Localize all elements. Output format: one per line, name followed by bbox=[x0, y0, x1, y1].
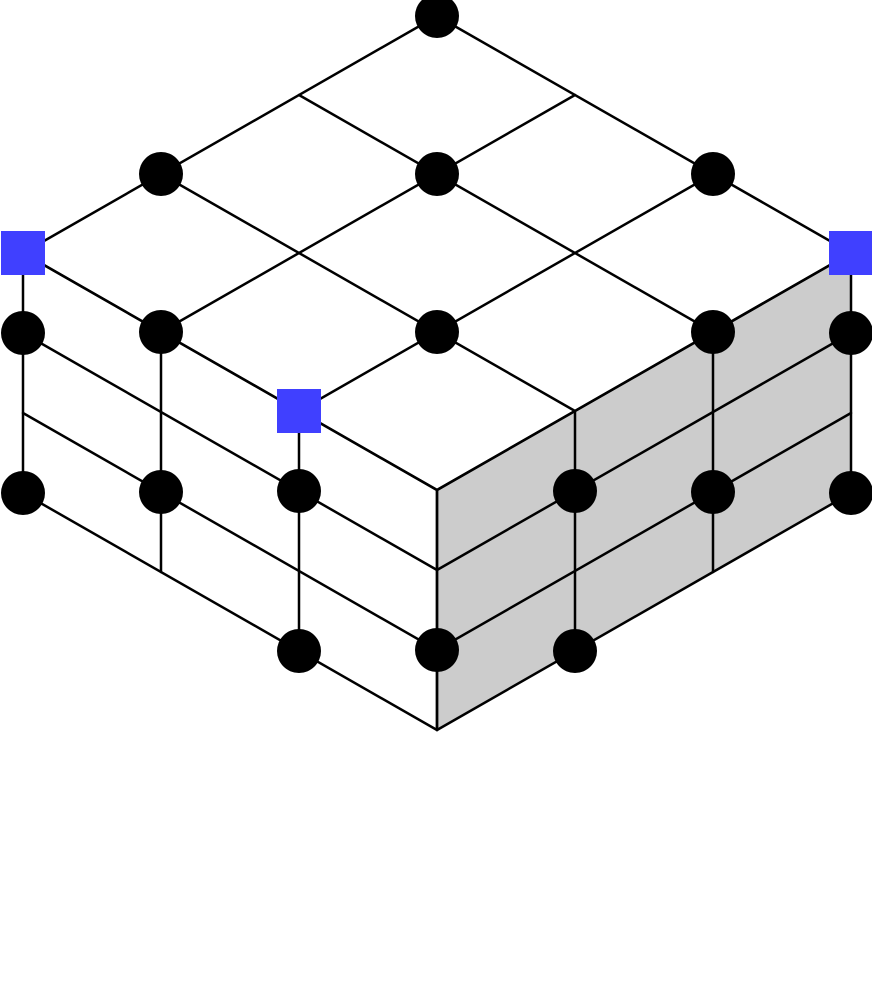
vertex-markers bbox=[1, 0, 872, 673]
top-grid-line bbox=[159, 172, 577, 413]
top-grid-line bbox=[435, 14, 853, 255]
circle-marker bbox=[553, 629, 597, 673]
circle-marker bbox=[415, 310, 459, 354]
circle-marker bbox=[415, 152, 459, 196]
left-grid-line bbox=[21, 331, 439, 572]
circle-marker bbox=[139, 310, 183, 354]
square-marker bbox=[1, 231, 45, 275]
circle-marker bbox=[691, 310, 735, 354]
right-grid-line bbox=[435, 491, 853, 732]
right-grid-line bbox=[435, 331, 853, 572]
circle-marker bbox=[553, 469, 597, 513]
circle-marker bbox=[139, 152, 183, 196]
circle-marker bbox=[277, 629, 321, 673]
circle-marker bbox=[415, 0, 459, 38]
circle-marker bbox=[829, 311, 872, 355]
right-grid-line bbox=[435, 251, 853, 492]
circle-marker bbox=[415, 628, 459, 672]
square-marker bbox=[277, 389, 321, 433]
circle-marker bbox=[1, 471, 45, 515]
top-grid-line bbox=[159, 93, 577, 334]
circle-marker bbox=[691, 152, 735, 196]
circle-marker bbox=[691, 470, 735, 514]
right-grid-line bbox=[435, 411, 853, 652]
circle-marker bbox=[1, 311, 45, 355]
right-face-shaded bbox=[437, 253, 851, 730]
top-grid-line bbox=[297, 93, 715, 334]
grid-lines bbox=[21, 14, 853, 732]
top-grid-line bbox=[297, 172, 715, 413]
circle-marker bbox=[277, 469, 321, 513]
left-face bbox=[23, 253, 437, 730]
left-grid-line bbox=[21, 491, 439, 732]
left-grid-line bbox=[21, 411, 439, 652]
top-grid-line bbox=[21, 14, 439, 255]
left-grid-line bbox=[21, 251, 439, 492]
square-marker bbox=[829, 231, 872, 275]
circle-marker bbox=[139, 470, 183, 514]
circle-marker bbox=[829, 471, 872, 515]
